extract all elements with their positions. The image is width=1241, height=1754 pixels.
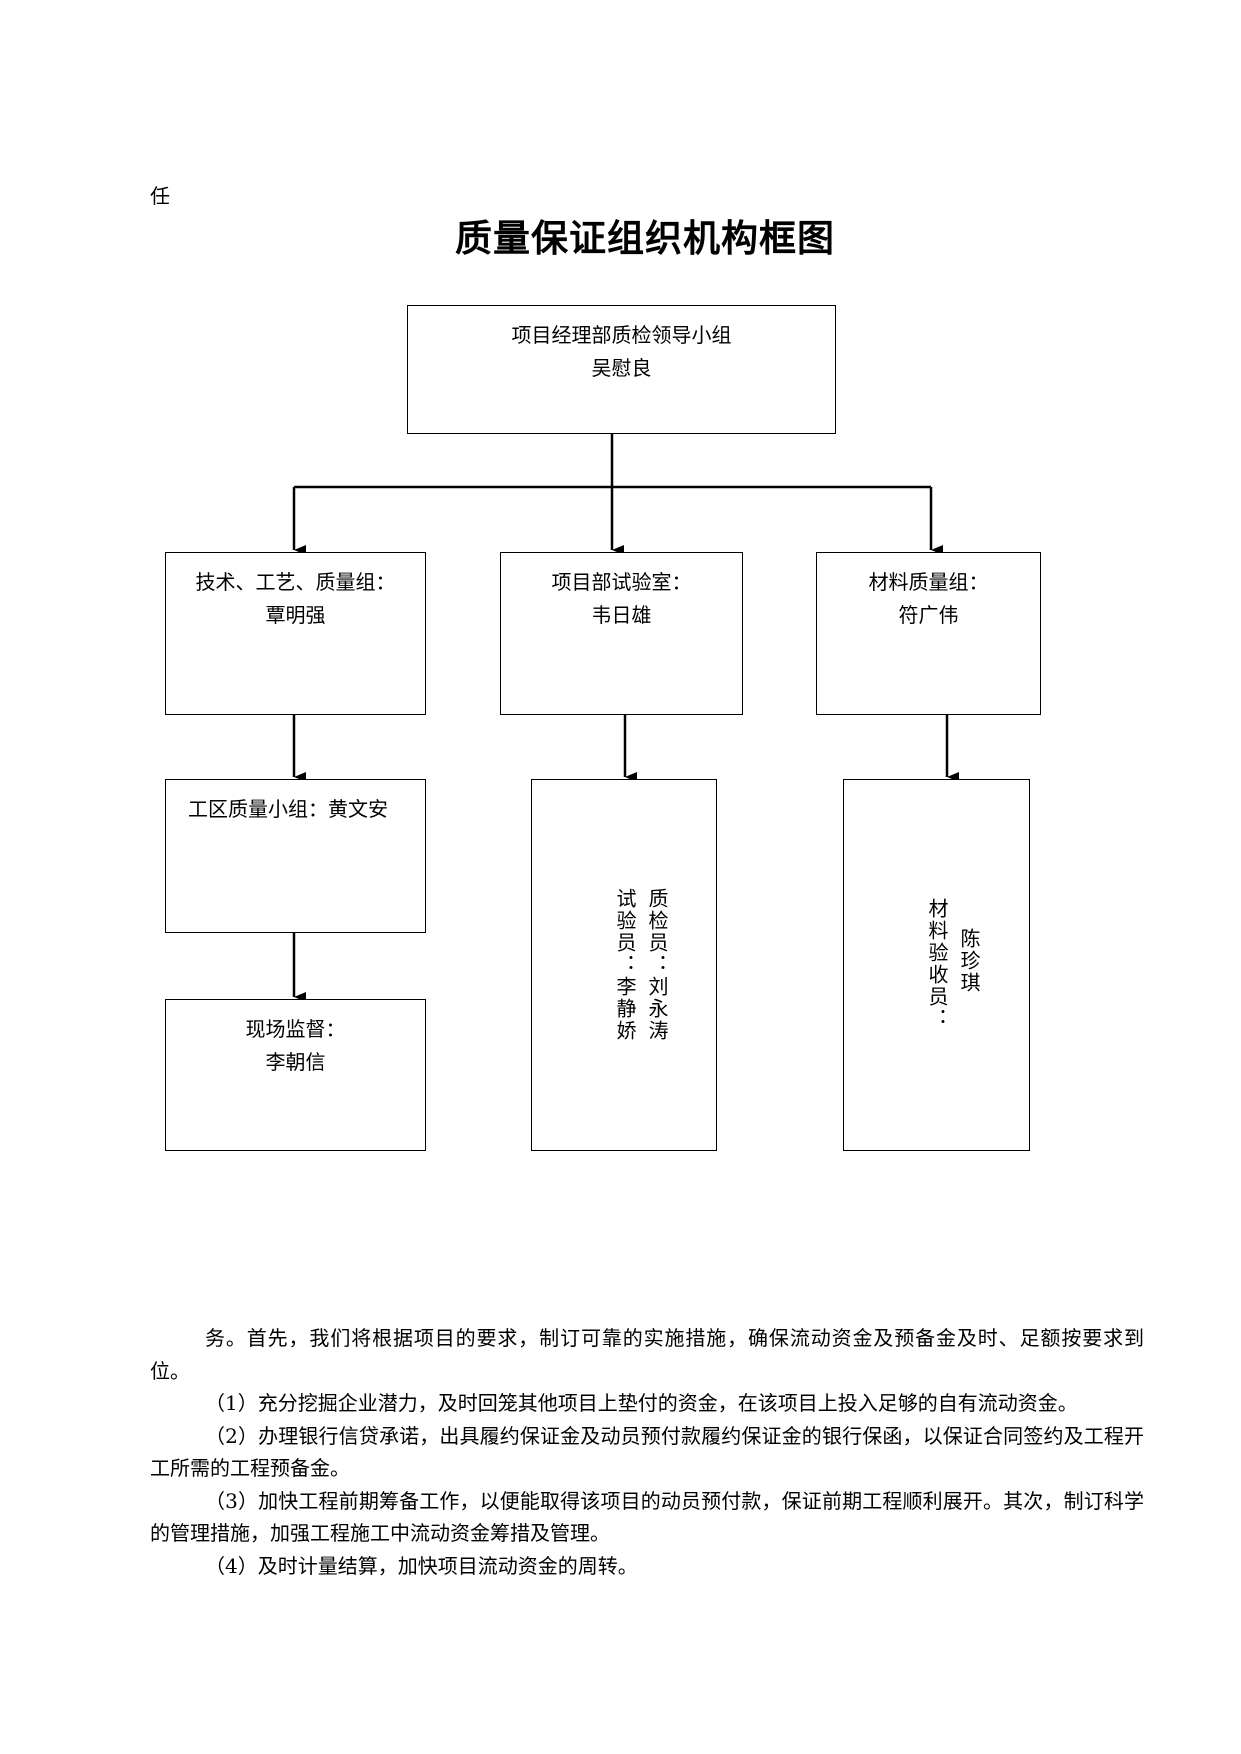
lab-group-box: 项目部试验室： 韦日雄 (500, 552, 743, 715)
site-supervision-box: 现场监督： 李朝信 (165, 999, 426, 1151)
header-fragment: 任 (150, 184, 170, 208)
paragraph-item-1: （1）充分挖掘企业潜力，及时回笼其他项目上垫付的资金，在该项目上投入足够的自有流… (205, 1391, 1078, 1415)
page-title: 质量保证组织机构框图 (455, 216, 835, 260)
root-box: 项目经理部质检领导小组 吴慰良 (407, 305, 836, 434)
material-staff-name: 陈珍琪 (957, 928, 981, 994)
tech-quality-group-title: 技术、工艺、质量组： (195, 570, 396, 594)
material-group-person: 符广伟 (898, 603, 959, 627)
paragraph-item-2: （2）办理银行信贷承诺，出具履约保证金及动员预付款履约保证金的银行保函，以保证合… (150, 1423, 1144, 1481)
inspector-label: 质检员：刘永涛 (645, 888, 669, 1042)
paragraph-item-4: （4）及时计量结算，加快项目流动资金的周转。 (205, 1553, 638, 1578)
site-supervision-title: 现场监督： (245, 1017, 346, 1041)
material-staff-box: 陈珍琪 材料验收员： (843, 779, 1030, 1151)
site-supervision-person: 李朝信 (265, 1050, 326, 1074)
root-person: 吴慰良 (591, 356, 652, 380)
paragraph-item-3: （3）加快工程前期筹备工作，以便能取得该项目的动员预付款，保证前期工程顺利展开。… (150, 1488, 1144, 1546)
tech-quality-group-person: 覃明强 (265, 603, 326, 627)
paragraph-intro: 务。首先，我们将根据项目的要求，制订可靠的实施措施，确保流动资金及预备金及时、足… (150, 1326, 1144, 1383)
material-inspector-label: 材料验收员： (925, 898, 949, 1030)
material-group-title: 材料质量组： (868, 570, 989, 594)
lab-staff-box: 质检员：刘永涛 试验员：李静娇 (531, 779, 717, 1151)
lab-group-person: 韦日雄 (591, 603, 652, 627)
root-title: 项目经理部质检领导小组 (511, 323, 732, 347)
lab-group-title: 项目部试验室： (551, 570, 692, 594)
body-text: 务。首先，我们将根据项目的要求，制订可靠的实施措施，确保流动资金及预备金及时、足… (150, 1322, 1144, 1582)
site-quality-group-box: 工区质量小组：黄文安 (165, 779, 426, 933)
tester-label: 试验员：李静娇 (613, 888, 637, 1042)
tech-quality-group-box: 技术、工艺、质量组： 覃明强 (165, 552, 426, 715)
material-group-box: 材料质量组： 符广伟 (816, 552, 1041, 715)
site-quality-group-label: 工区质量小组：黄文安 (188, 797, 388, 821)
